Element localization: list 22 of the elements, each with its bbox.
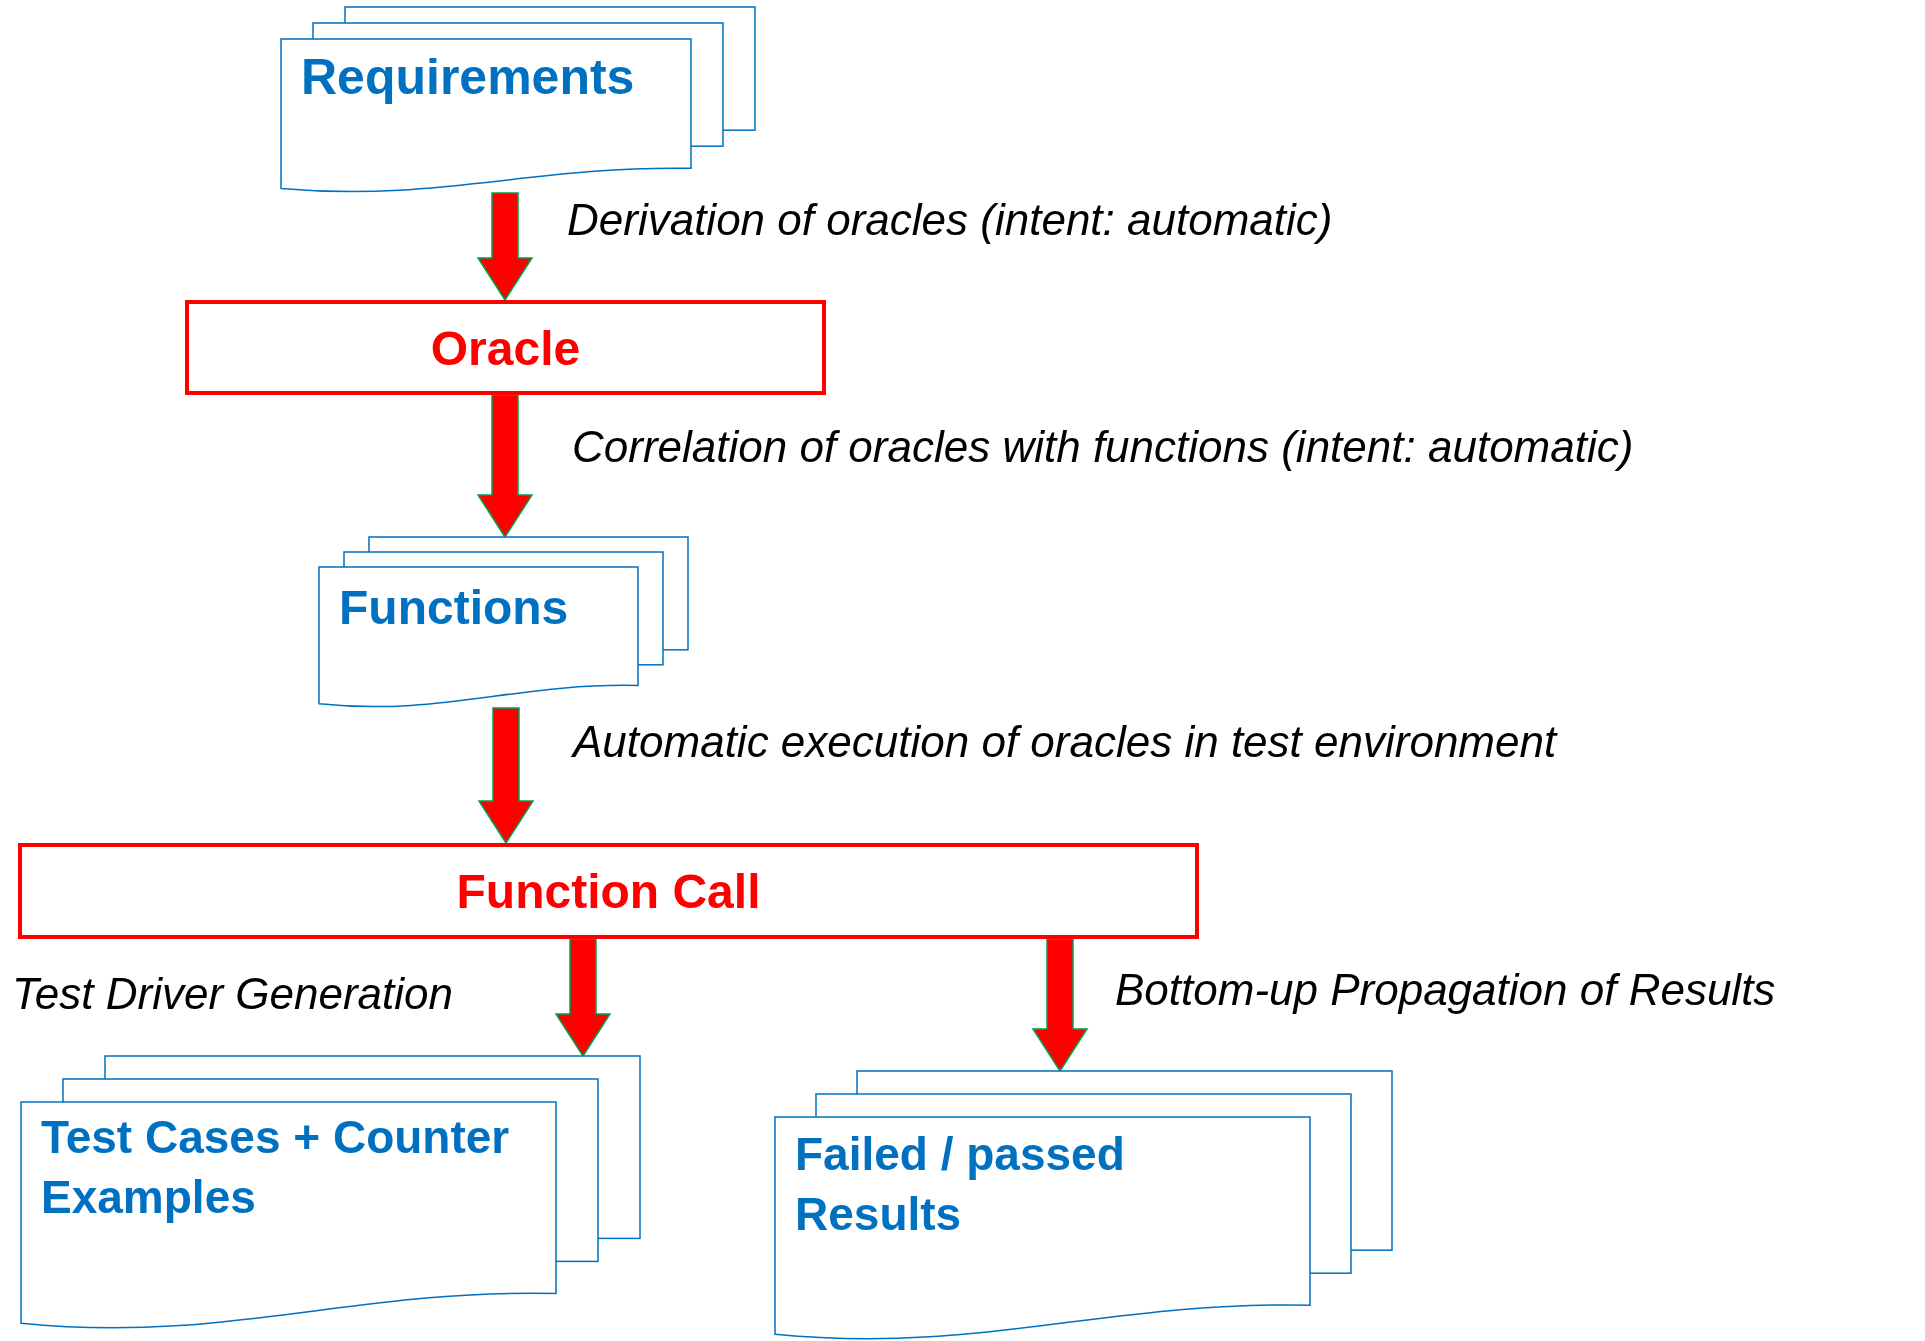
block-arrow xyxy=(554,938,612,1058)
block-arrow xyxy=(1031,938,1089,1073)
box-label: Function Call xyxy=(455,863,762,919)
document-stack xyxy=(319,537,688,708)
edge-label: Bottom-up Propagation of Results xyxy=(1115,966,1776,1015)
edge-label: Test Driver Generation xyxy=(12,970,453,1019)
process-box xyxy=(18,843,1199,939)
block-arrow xyxy=(476,192,534,302)
document-stack xyxy=(775,1071,1392,1341)
document-stack xyxy=(281,7,755,193)
block-arrow xyxy=(476,394,534,539)
block-arrow xyxy=(477,707,535,845)
box-label: Oracle xyxy=(429,320,582,375)
document-title: Test Cases + Counter Examples xyxy=(41,1110,511,1225)
edge-label: Derivation of oracles (intent: automatic) xyxy=(567,196,1333,245)
document-title: Failed / passed Results xyxy=(795,1127,1126,1242)
edge-label: Correlation of oracles with functions (intent: automatic) xyxy=(572,423,1634,472)
process-box xyxy=(185,300,826,395)
document-title: Functions xyxy=(339,580,570,636)
document-stack xyxy=(21,1056,640,1330)
document-title: Requirements xyxy=(301,48,636,107)
edge-label: Automatic execution of oracles in test environment xyxy=(573,718,1557,767)
